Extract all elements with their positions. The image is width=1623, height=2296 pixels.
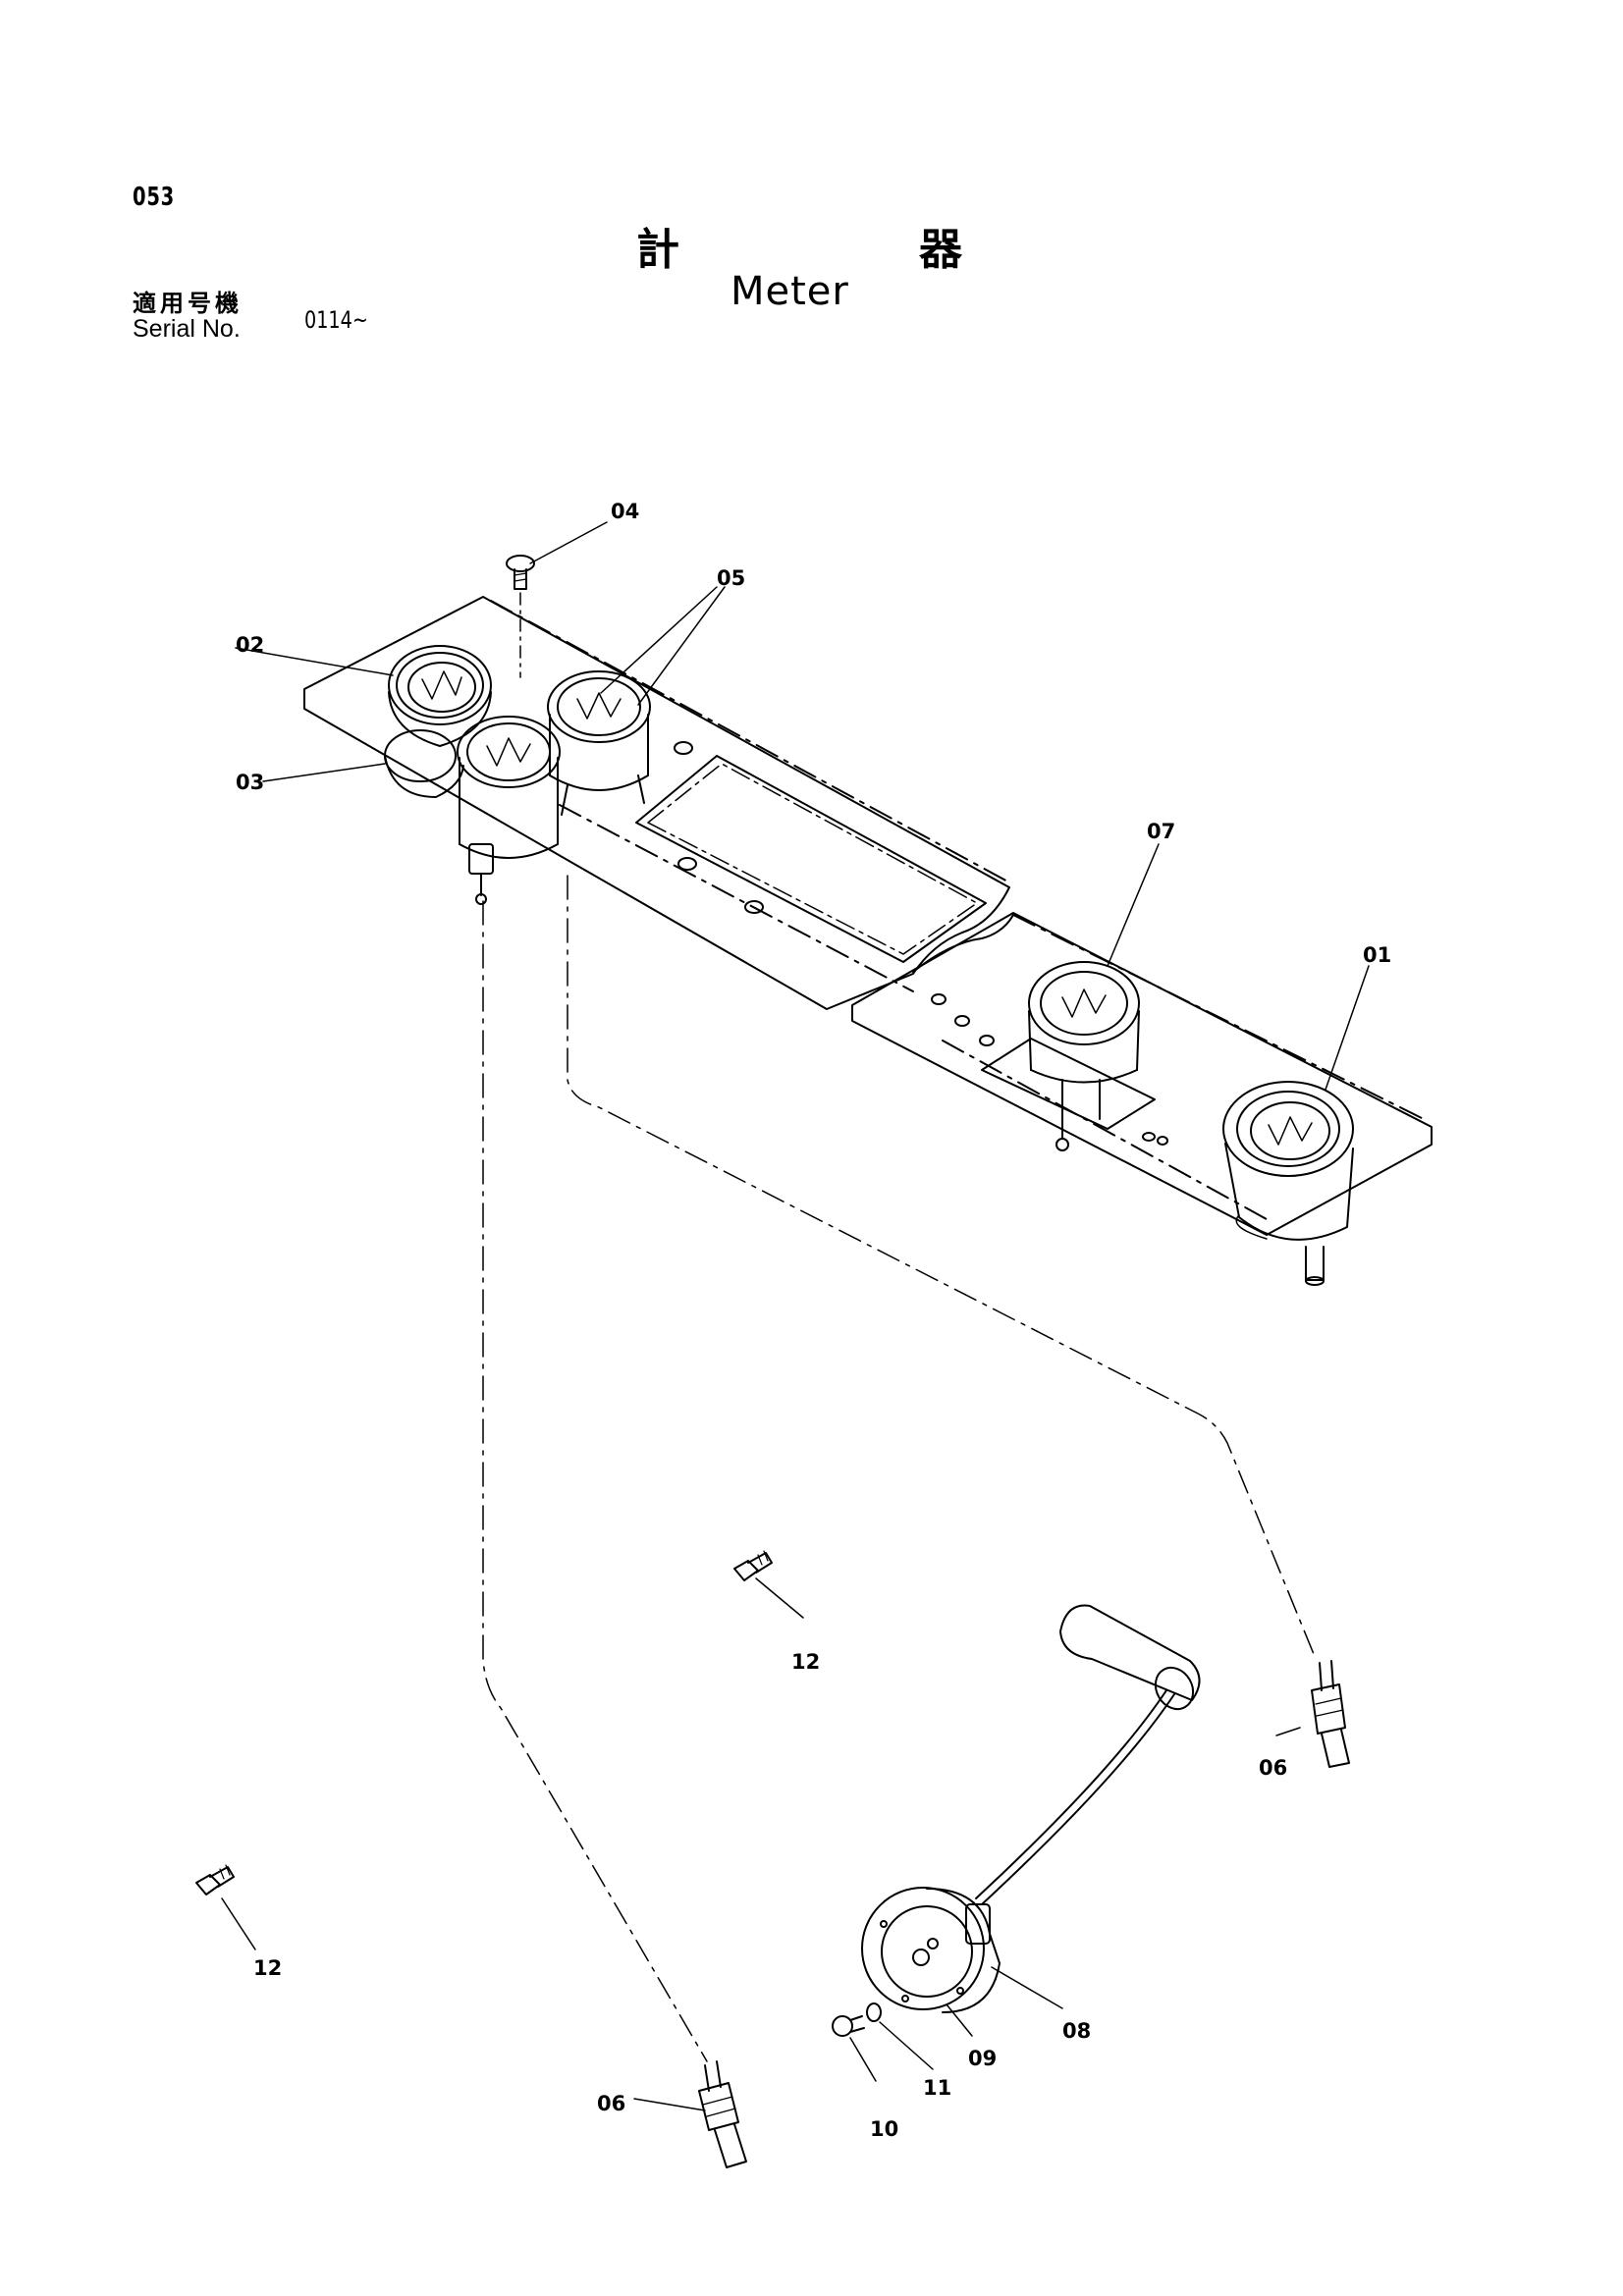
fuel-sender-unit (861, 1604, 1201, 2013)
callout-01: 01 (1363, 943, 1391, 967)
serial-label-en: Serial No. (133, 315, 241, 343)
wire-06-left (482, 900, 708, 2062)
title-jp-second: 器 (919, 225, 962, 275)
bolt-12-left (195, 1864, 235, 1896)
title-jp-first: 計 (636, 225, 679, 275)
gauge-02 (388, 645, 492, 747)
callout-06-left: 06 (597, 2092, 625, 2115)
sender-06-right (1311, 1660, 1350, 1768)
callout-03: 03 (236, 771, 264, 794)
serial-value: 0114~ (304, 306, 368, 334)
bolt-12-middle (733, 1550, 773, 1581)
sender-06-left (698, 2060, 747, 2168)
title-en: Meter (730, 269, 849, 314)
callout-11: 11 (923, 2076, 951, 2100)
wire-06-right (567, 875, 1317, 1660)
gauge-01 (1222, 1081, 1354, 1286)
callout-08: 08 (1062, 2019, 1091, 2043)
callout-05: 05 (717, 566, 745, 590)
serial-label: 適用号機 Serial No. (133, 291, 243, 342)
callout-07: 07 (1147, 820, 1175, 843)
washer-11 (866, 2002, 882, 2022)
callout-10: 10 (870, 2117, 898, 2141)
gauge-05-upper (547, 670, 651, 816)
callout-04: 04 (611, 500, 639, 523)
callout-06-right: 06 (1259, 1756, 1287, 1780)
callout-02: 02 (236, 633, 264, 657)
instrument-panel-plate (303, 596, 1433, 1236)
screw-10 (832, 2015, 865, 2037)
leader-lines (221, 521, 1370, 2111)
callout-09: 09 (968, 2047, 997, 2070)
screw-04 (506, 555, 535, 590)
callout-12-left: 12 (253, 1956, 282, 1980)
serial-label-jp: 適用号機 (133, 290, 243, 317)
gauge-05-lower (457, 716, 561, 905)
callout-12-middle: 12 (791, 1650, 820, 1674)
page-number: 053 (133, 183, 175, 212)
gauge-07 (1028, 961, 1140, 1151)
